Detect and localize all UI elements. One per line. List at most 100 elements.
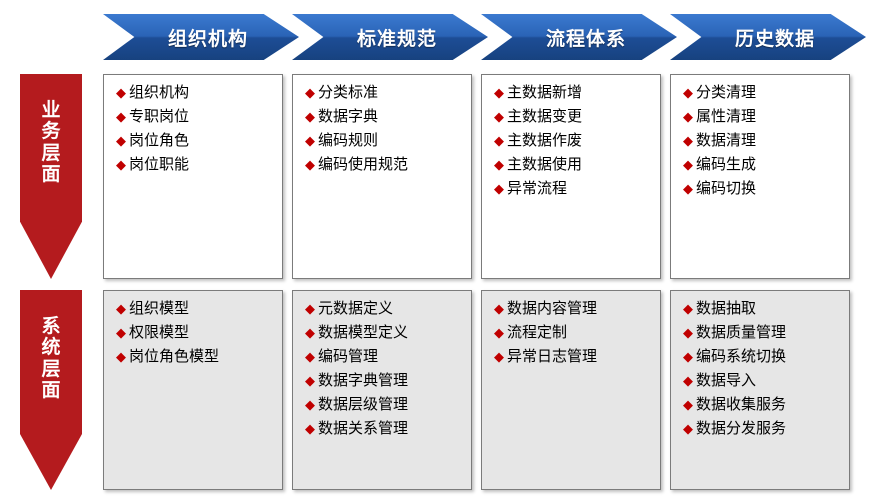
list-item[interactable]: ◆岗位职能 (116, 157, 274, 172)
list-item[interactable]: ◆数据层级管理 (305, 397, 463, 412)
list-item[interactable]: ◆组织模型 (116, 301, 274, 316)
cell-system-history[interactable]: ◆数据抽取◆数据质量管理◆编码系统切换◆数据导入◆数据收集服务◆数据分发服务 (670, 290, 850, 490)
list-item[interactable]: ◆分类清理 (683, 85, 841, 100)
cell-system-process[interactable]: ◆数据内容管理◆流程定制◆异常日志管理 (481, 290, 661, 490)
list-item[interactable]: ◆主数据变更 (494, 109, 652, 124)
diamond-bullet-icon: ◆ (116, 349, 126, 364)
list-item[interactable]: ◆数据质量管理 (683, 325, 841, 340)
column-header-organization[interactable]: 组织机构 (103, 14, 299, 60)
list-item[interactable]: ◆主数据新增 (494, 85, 652, 100)
list-item-label: 数据字典 (318, 108, 379, 125)
list-item-label: 数据导入 (696, 372, 757, 389)
diamond-bullet-icon: ◆ (683, 373, 693, 388)
diamond-bullet-icon: ◆ (494, 109, 504, 124)
list-item-label: 数据质量管理 (696, 324, 787, 341)
diamond-bullet-icon: ◆ (305, 157, 315, 172)
list-item[interactable]: ◆岗位角色 (116, 133, 274, 148)
column-header-process[interactable]: 流程体系 (481, 14, 677, 60)
list-item-label: 异常日志管理 (507, 348, 598, 365)
diamond-bullet-icon: ◆ (305, 349, 315, 364)
list-item-label: 属性清理 (696, 108, 757, 125)
list-item-label: 数据内容管理 (507, 300, 598, 317)
list-item-label: 组织模型 (129, 300, 190, 317)
diamond-bullet-icon: ◆ (305, 109, 315, 124)
diamond-bullet-icon: ◆ (305, 133, 315, 148)
list-item-label: 岗位职能 (129, 156, 190, 173)
diamond-bullet-icon: ◆ (116, 85, 126, 100)
list-item-label: 数据分发服务 (696, 420, 787, 437)
list-item-label: 数据收集服务 (696, 396, 787, 413)
list-item[interactable]: ◆数据字典 (305, 109, 463, 124)
column-header-label: 流程体系 (545, 28, 626, 50)
list-item[interactable]: ◆权限模型 (116, 325, 274, 340)
row-label-text: 系统层面 (41, 316, 61, 401)
diamond-bullet-icon: ◆ (494, 85, 504, 100)
list-item-label: 编码使用规范 (318, 156, 409, 173)
list-item[interactable]: ◆编码规则 (305, 133, 463, 148)
column-header-label: 组织机构 (167, 28, 248, 50)
list-item[interactable]: ◆数据内容管理 (494, 301, 652, 316)
list-item[interactable]: ◆异常流程 (494, 181, 652, 196)
diamond-bullet-icon: ◆ (683, 397, 693, 412)
list-item[interactable]: ◆数据模型定义 (305, 325, 463, 340)
list-item[interactable]: ◆属性清理 (683, 109, 841, 124)
diamond-bullet-icon: ◆ (116, 109, 126, 124)
diamond-bullet-icon: ◆ (494, 325, 504, 340)
row-label-business: 业务层面 (20, 74, 82, 279)
diamond-bullet-icon: ◆ (116, 157, 126, 172)
diamond-bullet-icon: ◆ (683, 349, 693, 364)
list-item[interactable]: ◆编码切换 (683, 181, 841, 196)
list-item[interactable]: ◆元数据定义 (305, 301, 463, 316)
list-item[interactable]: ◆数据字典管理 (305, 373, 463, 388)
diamond-bullet-icon: ◆ (116, 301, 126, 316)
diamond-bullet-icon: ◆ (305, 421, 315, 436)
list-item[interactable]: ◆编码使用规范 (305, 157, 463, 172)
column-headers: 组织机构 标准规范 流程体系 历史数据 (103, 14, 875, 60)
list-item[interactable]: ◆专职岗位 (116, 109, 274, 124)
diamond-bullet-icon: ◆ (116, 133, 126, 148)
list-item[interactable]: ◆流程定制 (494, 325, 652, 340)
list-item-label: 主数据新增 (507, 84, 583, 101)
list-item[interactable]: ◆数据分发服务 (683, 421, 841, 436)
list-item[interactable]: ◆编码管理 (305, 349, 463, 364)
list-item[interactable]: ◆异常日志管理 (494, 349, 652, 364)
cell-business-history[interactable]: ◆分类清理◆属性清理◆数据清理◆编码生成◆编码切换 (670, 74, 850, 279)
cell-system-standards[interactable]: ◆元数据定义◆数据模型定义◆编码管理◆数据字典管理◆数据层级管理◆数据关系管理 (292, 290, 472, 490)
cell-business-organization[interactable]: ◆组织机构◆专职岗位◆岗位角色◆岗位职能 (103, 74, 283, 279)
list-item[interactable]: ◆编码系统切换 (683, 349, 841, 364)
diamond-bullet-icon: ◆ (494, 157, 504, 172)
list-item[interactable]: ◆分类标准 (305, 85, 463, 100)
list-item-label: 分类标准 (318, 84, 379, 101)
cell-system-organization[interactable]: ◆组织模型◆权限模型◆岗位角色模型 (103, 290, 283, 490)
list-item[interactable]: ◆数据抽取 (683, 301, 841, 316)
list-item[interactable]: ◆数据导入 (683, 373, 841, 388)
list-item[interactable]: ◆主数据使用 (494, 157, 652, 172)
column-header-history[interactable]: 历史数据 (670, 14, 866, 60)
cell-business-standards[interactable]: ◆分类标准◆数据字典◆编码规则◆编码使用规范 (292, 74, 472, 279)
diamond-bullet-icon: ◆ (683, 325, 693, 340)
list-item-label: 编码规则 (318, 132, 379, 149)
list-item[interactable]: ◆岗位角色模型 (116, 349, 274, 364)
diamond-bullet-icon: ◆ (305, 301, 315, 316)
diamond-bullet-icon: ◆ (683, 109, 693, 124)
list-item-label: 主数据变更 (507, 108, 583, 125)
list-item[interactable]: ◆数据关系管理 (305, 421, 463, 436)
list-item[interactable]: ◆编码生成 (683, 157, 841, 172)
diamond-bullet-icon: ◆ (305, 397, 315, 412)
list-item[interactable]: ◆组织机构 (116, 85, 274, 100)
list-item-label: 岗位角色模型 (129, 348, 220, 365)
list-item[interactable]: ◆数据清理 (683, 133, 841, 148)
list-item-label: 数据关系管理 (318, 420, 409, 437)
column-header-standards[interactable]: 标准规范 (292, 14, 488, 60)
diamond-bullet-icon: ◆ (305, 325, 315, 340)
diamond-bullet-icon: ◆ (305, 85, 315, 100)
diamond-bullet-icon: ◆ (494, 133, 504, 148)
diamond-bullet-icon: ◆ (683, 181, 693, 196)
list-item[interactable]: ◆数据收集服务 (683, 397, 841, 412)
cell-business-process[interactable]: ◆主数据新增◆主数据变更◆主数据作废◆主数据使用◆异常流程 (481, 74, 661, 279)
list-item-label: 异常流程 (507, 180, 568, 197)
diamond-bullet-icon: ◆ (494, 301, 504, 316)
list-item[interactable]: ◆主数据作废 (494, 133, 652, 148)
list-item-label: 数据模型定义 (318, 324, 409, 341)
diamond-bullet-icon: ◆ (683, 133, 693, 148)
